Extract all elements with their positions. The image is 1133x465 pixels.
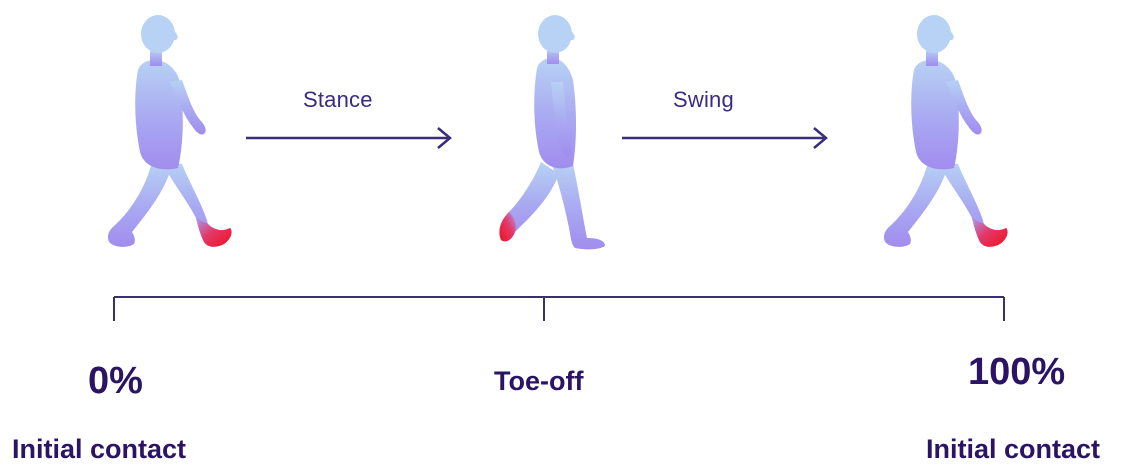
end-percent-label: 100% <box>968 351 1065 394</box>
start-percent-label: 0% <box>88 360 143 403</box>
initial-contact-end-label: Initial contact <box>926 434 1100 465</box>
toe-off-label: Toe-off <box>494 366 583 397</box>
initial-contact-start-label: Initial contact <box>12 434 186 465</box>
